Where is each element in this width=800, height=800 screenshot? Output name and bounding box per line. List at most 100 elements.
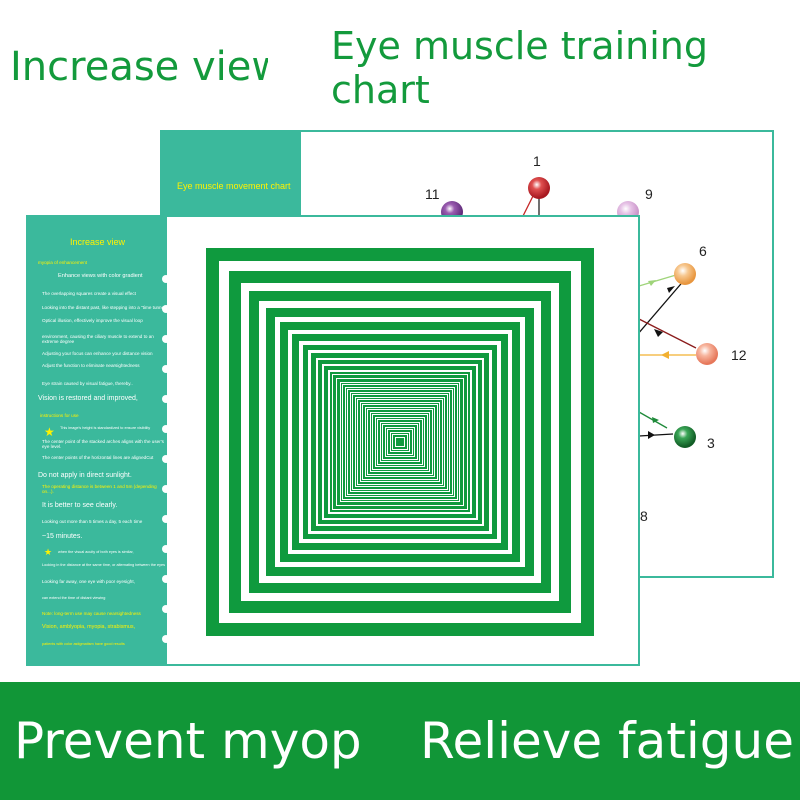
panel-text-13: The center points of the horizontal line… xyxy=(42,455,154,460)
square-ring xyxy=(315,357,485,527)
label-1: 1 xyxy=(533,153,541,169)
square-ring xyxy=(357,399,443,485)
square-ring xyxy=(322,364,478,520)
panel-text-22: can extend the time of distant viewing xyxy=(42,596,106,600)
panel-text-11: This image's height is standardized to e… xyxy=(60,426,151,430)
panel-text-12: The center point of the stacked arches a… xyxy=(42,439,164,450)
panel-text-10: instructions for use xyxy=(40,413,79,418)
arrow-6-green xyxy=(648,280,656,286)
square-ring xyxy=(392,434,408,450)
arrow-3-green xyxy=(652,417,659,423)
label-8: 8 xyxy=(640,508,648,524)
panel-text-24: Vision, amblyopia, myopia, strabismus, xyxy=(42,624,136,630)
square-ring xyxy=(389,431,411,453)
panel-text-2: The overlapping squares create a visual … xyxy=(42,291,136,296)
panel-text-0: myopia of enhancement xyxy=(38,260,88,265)
arrow-12-dark-red xyxy=(654,329,663,337)
arrow-12-yellow xyxy=(661,351,669,359)
panel-text-21: Looking far away, one eye with poor eyes… xyxy=(42,579,135,584)
panel-text-4: Optical illusion, effectively improve th… xyxy=(42,318,143,323)
square-ring xyxy=(382,424,418,460)
scallop-edge xyxy=(162,545,170,553)
label-3: 3 xyxy=(707,435,715,451)
line-6-green xyxy=(638,274,677,287)
square-ring xyxy=(241,283,559,601)
increase-view-title: Increase view xyxy=(69,237,126,247)
star-icon-small: ★ xyxy=(44,547,53,557)
dot-1 xyxy=(528,177,550,199)
panel-text-23: Note: long-term use may cause nearsighte… xyxy=(42,611,141,616)
panel-text-7: Adjust the function to eliminate nearsig… xyxy=(42,363,140,368)
panel-text-18: ~15 minutes. xyxy=(42,533,83,540)
headline-increase-view: Increase view xyxy=(10,44,268,90)
dot-3 xyxy=(674,426,696,448)
square-ring xyxy=(367,409,433,475)
square-ring xyxy=(275,317,525,567)
line-6 xyxy=(630,277,687,343)
square-ring xyxy=(354,396,446,488)
square-ring xyxy=(362,404,438,480)
prevent-myopia-text: Prevent myopia xyxy=(14,712,360,770)
square-ring xyxy=(259,301,541,583)
square-ring xyxy=(379,421,421,463)
panel-text-17: Looking out more than 5 times a day, 5 e… xyxy=(42,519,143,524)
panel-text-5: environment, causing the ciliary muscle … xyxy=(42,334,154,345)
panel-text-9: Vision is restored and improved, xyxy=(38,395,138,402)
panel-text-1: Enhance views with color gradient xyxy=(58,273,143,279)
square-ring xyxy=(394,436,406,448)
label-9: 9 xyxy=(645,186,653,202)
square-ring xyxy=(344,386,456,498)
dot-12 xyxy=(696,343,718,365)
scallop-edge xyxy=(162,485,170,493)
square-ring xyxy=(339,381,461,503)
panel-text-19: when the visual acuity of both eyes is s… xyxy=(58,550,134,554)
scallop-edge xyxy=(162,455,170,463)
square-ring xyxy=(327,369,473,515)
square-ring xyxy=(347,389,453,495)
scallop-edge xyxy=(162,395,170,403)
scallop-edge xyxy=(162,365,170,373)
square-ring xyxy=(364,406,436,478)
scallop-edge xyxy=(162,515,170,523)
eye-movement-chart-title: Eye muscle movement chart xyxy=(177,181,291,191)
panel-text-16: It is better to see clearly. xyxy=(42,502,118,509)
square-ring xyxy=(332,374,468,510)
arrowheads xyxy=(648,280,675,439)
square-ring xyxy=(349,391,451,493)
scallop-edge xyxy=(162,275,170,283)
panel-text-15: The operating distance is between 1 and … xyxy=(42,484,157,495)
scallop-edge xyxy=(162,635,170,643)
headline-right-line2: chart xyxy=(331,68,430,112)
square-ring xyxy=(387,429,413,455)
panel-text-8: Eye strain caused by visual fatigue, the… xyxy=(42,381,133,386)
panel-text-25: patients with color astigmatism have goo… xyxy=(42,642,125,646)
increase-view-side-panel: Increase view myopia of enhancement Enha… xyxy=(28,217,167,664)
panel-text-20: Looking in the distance at the same time… xyxy=(42,563,166,567)
square-ring xyxy=(377,419,423,465)
square-ring xyxy=(374,416,426,468)
relieve-fatigue-text: Relieve fatigue xyxy=(420,712,794,770)
label-12: 12 xyxy=(731,347,747,363)
dot-6 xyxy=(674,263,696,285)
headline-right-line1: Eye muscle training xyxy=(331,24,708,68)
panel-text-6: Adjusting your focus can enhance your di… xyxy=(42,351,153,356)
scallop-edge xyxy=(162,575,170,583)
square-ring xyxy=(288,330,512,554)
square-ring xyxy=(298,340,501,543)
scallop-edge xyxy=(162,425,170,433)
label-6: 6 xyxy=(699,243,707,259)
square-ring xyxy=(352,394,448,490)
increase-view-card: Increase view myopia of enhancement Enha… xyxy=(26,215,640,666)
panel-text-3: Looking into the distant past, like step… xyxy=(42,305,167,310)
star-icon: ★ xyxy=(44,425,55,439)
line-12-dark-red xyxy=(638,318,697,349)
scallop-edge xyxy=(162,605,170,613)
concentric-squares-illusion xyxy=(206,248,594,636)
headline-eye-muscle-training-chart: Eye muscle training chart xyxy=(331,24,708,112)
square-ring xyxy=(308,350,492,534)
square-ring xyxy=(342,384,458,500)
square-ring xyxy=(369,411,431,473)
arrow-3 xyxy=(648,431,655,439)
square-ring xyxy=(336,378,464,506)
bottom-banner: Prevent myopia Relieve fatigue xyxy=(0,682,800,800)
